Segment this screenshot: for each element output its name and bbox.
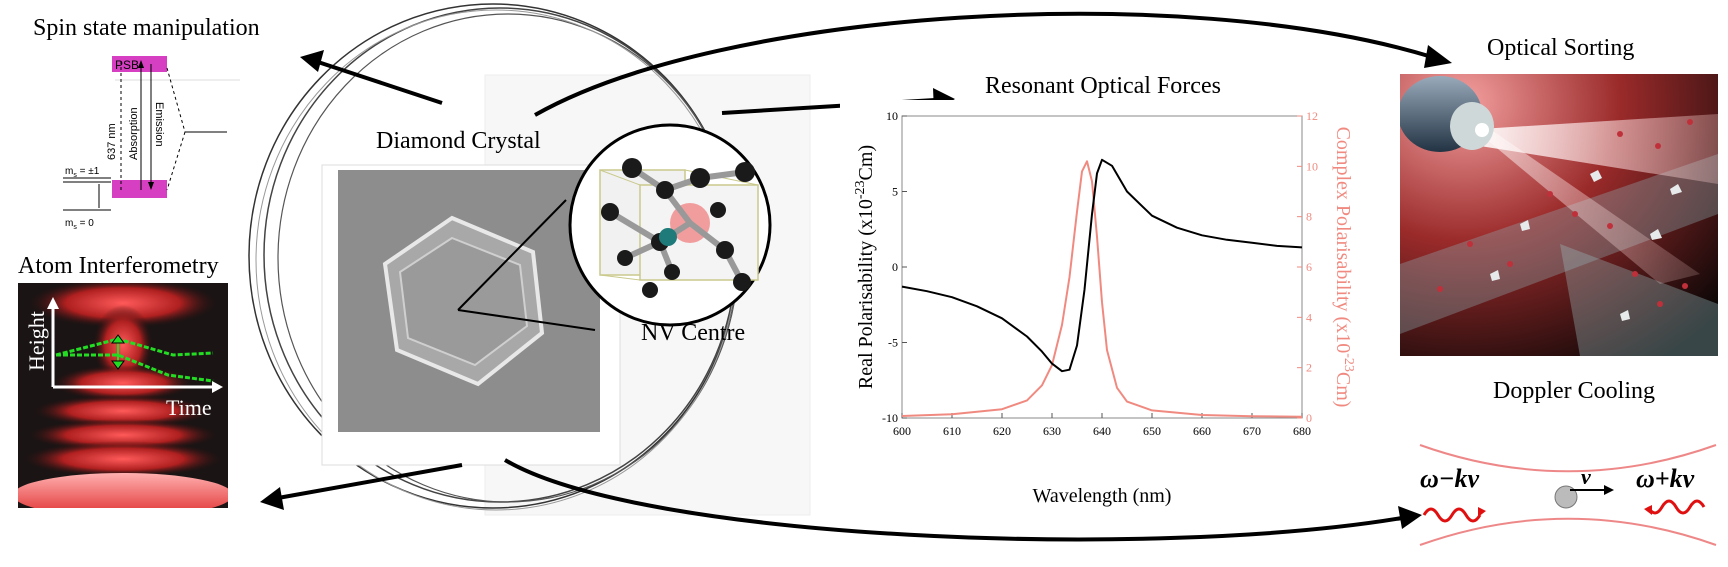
real-polarisability-line [901, 158, 1303, 373]
omega-plus-kv-label: ω+kv [1636, 464, 1695, 493]
x-tick-label: 660 [1193, 424, 1211, 438]
energy-level-diagram: PSB 637 nm Absorption Emission ms = ±1 m… [63, 56, 240, 231]
spin-state-title: Spin state manipulation [33, 15, 260, 41]
y-left-tick-label: 0 [892, 260, 898, 274]
y-right-tick-label: 0 [1306, 411, 1312, 425]
nv-centre-label: NV Centre [641, 320, 746, 346]
x-tick-label: 620 [993, 424, 1011, 438]
y-right-tick-label: 6 [1306, 260, 1312, 274]
atom-interferometry-image: Height Time [18, 283, 228, 508]
atom-sphere [1554, 485, 1578, 509]
emission-label: Emission [153, 102, 165, 147]
velocity-label: v [1581, 464, 1591, 489]
resonant-forces-title: Resonant Optical Forces [985, 73, 1221, 99]
x-axis-label: Wavelength (nm) [1033, 485, 1172, 507]
y-right-tick-label: 4 [1306, 310, 1312, 324]
y-left-tick-label: -10 [882, 411, 898, 425]
left-y-axis-label: Real Polarisability (x10-23Cm) [853, 145, 877, 389]
absorption-label: Absorption [128, 107, 140, 160]
complex-polarisability-line [901, 160, 1303, 418]
y-right-tick-label: 8 [1306, 210, 1312, 224]
y-left-tick-label: 10 [886, 109, 898, 123]
x-tick-label: 630 [1043, 424, 1061, 438]
doppler-cooling-diagram: ω−kv ω+kv v [1419, 444, 1717, 546]
optical-sorting-title: Optical Sorting [1487, 35, 1635, 61]
y-left-tick-label: -5 [888, 336, 898, 350]
x-tick-label: 680 [1293, 424, 1311, 438]
time-axis-label: Time [166, 395, 212, 420]
doppler-cooling-title: Doppler Cooling [1493, 378, 1655, 404]
ground-band [112, 180, 167, 198]
svg-text:ms = 0: ms = 0 [65, 218, 94, 231]
svg-text:ms = ±1: ms = ±1 [65, 166, 100, 179]
atom-interferometry-title: Atom Interferometry [18, 253, 219, 279]
x-tick-label: 640 [1093, 424, 1111, 438]
optical-sorting-image [1400, 74, 1718, 356]
diamond-crystal-label: Diamond Crystal [376, 128, 541, 154]
x-tick-label: 600 [893, 424, 911, 438]
omega-minus-kv-label: ω−kv [1420, 464, 1480, 493]
height-axis-label: Height [24, 311, 49, 371]
x-tick-label: 650 [1143, 424, 1161, 438]
x-tick-label: 670 [1243, 424, 1261, 438]
y-right-tick-label: 12 [1306, 109, 1318, 123]
y-right-tick-label: 10 [1306, 159, 1318, 173]
right-y-axis-label: Complex Polarisability (x10-23Cm) [1332, 127, 1356, 408]
y-right-tick-label: 2 [1306, 361, 1312, 375]
y-left-tick-label: 5 [892, 185, 898, 199]
x-tick-label: 610 [943, 424, 961, 438]
637nm-label: 637 nm [106, 123, 118, 160]
